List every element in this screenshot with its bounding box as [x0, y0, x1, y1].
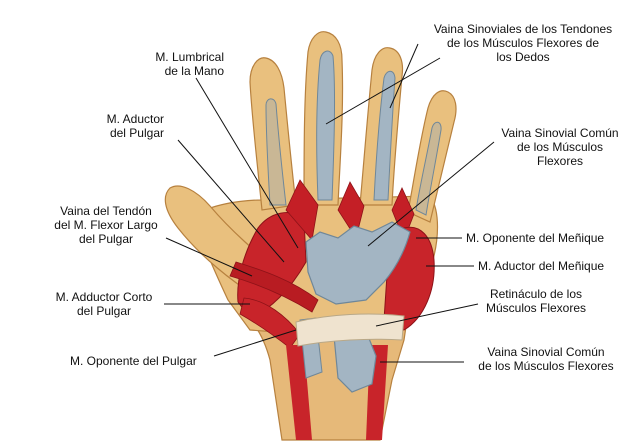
label-abductor-digiti-minimi: M. Aductor del Meñique: [478, 259, 605, 273]
label-opponens-digiti-minimi: M. Oponente del Meñique: [466, 231, 605, 245]
flexor-retinaculum: [295, 313, 405, 347]
label-opponens-pollicis: M. Oponente del Pulgar: [70, 354, 197, 368]
digital-sheaths: [265, 50, 442, 216]
muscles: [229, 179, 435, 440]
leader-lines: [164, 43, 495, 363]
